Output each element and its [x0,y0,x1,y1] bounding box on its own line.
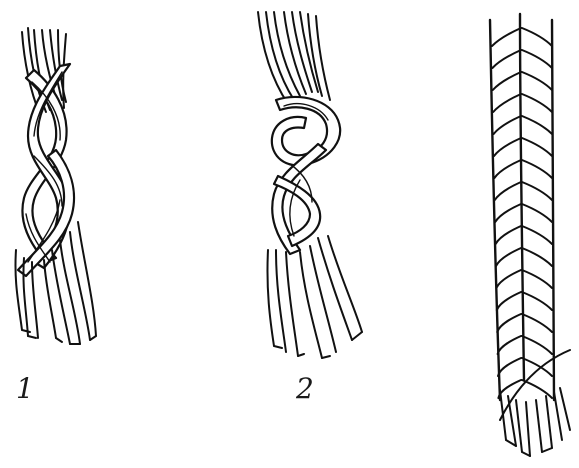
plait-chevron-left [496,226,521,244]
plait-chevron-right [522,138,552,156]
plait-chevron-right [522,380,552,398]
plait-chevron-left [494,138,521,156]
plait-chevron-right [522,270,552,288]
plait-chevron-left [495,182,521,200]
plait-chevron-right [522,314,552,332]
plait-chevron-right [522,160,552,178]
plait-chevron-left [496,270,521,288]
plait-chevron-right [522,358,552,376]
plait-chevron-right [522,204,552,222]
plait-chevron-right [522,50,552,68]
plait-chevron-left [494,160,521,178]
plait-chevron-right [522,28,552,46]
plait-chevron-left [493,94,521,112]
plait-chevron-right [522,116,552,134]
braid-1-drawing [15,28,96,344]
plait-chevron-left [493,72,521,90]
plait-chevron-left [498,380,521,398]
plait-chevron-left [495,204,521,222]
plait-chevron-right [522,72,552,90]
plait-chevron-right [522,248,552,266]
plait-chevron-right [522,292,552,310]
plait-chevron-left [497,292,521,310]
plait-chevron-right [522,336,552,354]
braid-2-label: 2 [296,375,314,403]
braid-3-drawing [490,14,570,456]
plait-chevron-left [492,28,521,46]
braid-1-label: 1 [16,375,34,403]
plait-chevron-left [497,314,521,332]
plait-chevron-right [522,94,552,112]
plait-chevron-right [522,182,552,200]
plait-chevron-right [522,226,552,244]
plait-chevron-left [498,336,521,354]
plait-chevron-left [492,50,521,68]
plait-chevron-left [496,248,521,266]
plait-chevron-left [498,358,521,376]
braid-2-drawing [258,12,362,358]
plait-chevron-left [494,116,521,134]
